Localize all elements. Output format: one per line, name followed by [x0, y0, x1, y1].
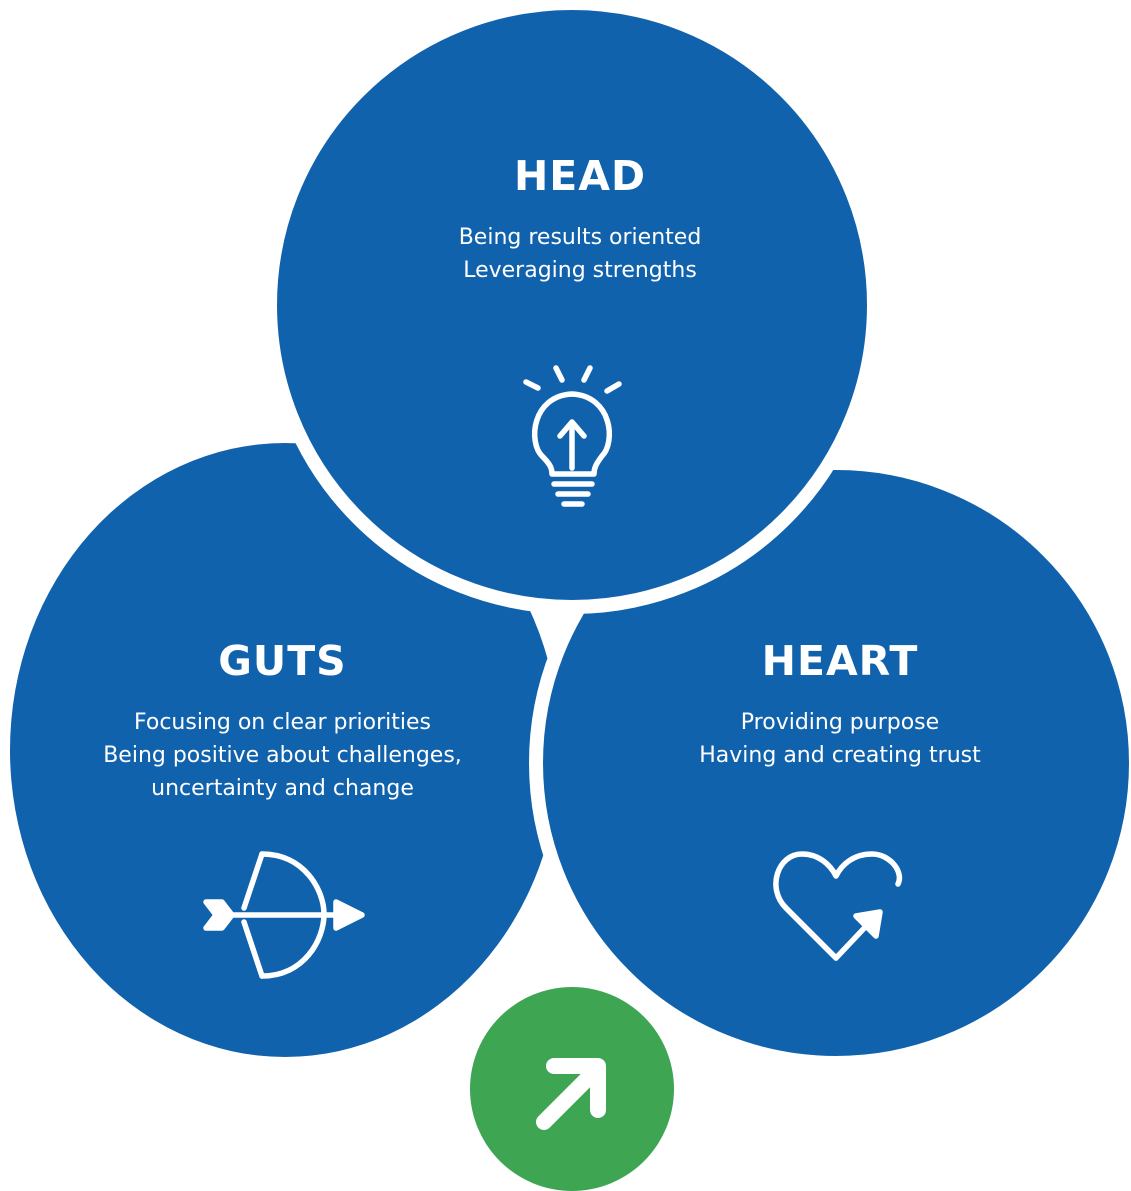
heart-arrow-icon	[764, 846, 909, 971]
heart-title: HEART	[761, 637, 919, 685]
guts-title: GUTS	[218, 637, 347, 685]
guts-line: uncertainty and change	[151, 776, 414, 801]
heart-block: HEART Providing purpose Having and creat…	[660, 641, 1020, 772]
guts-description: Focusing on clear priorities Being posit…	[60, 706, 505, 805]
bow-arrow-icon	[196, 848, 366, 983]
heart-line: Having and creating trust	[699, 743, 981, 768]
head-block: HEAD Being results oriented Leveraging s…	[430, 156, 730, 287]
head-title: HEAD	[513, 152, 647, 200]
lightbulb-arrow-icon	[516, 360, 626, 510]
diagonal-up-arrow-icon	[530, 1050, 616, 1136]
head-line: Being results oriented	[458, 225, 702, 250]
head-line: Leveraging strengths	[463, 258, 697, 283]
guts-line: Being positive about challenges,	[103, 743, 462, 768]
guts-line: Focusing on clear priorities	[134, 710, 431, 735]
guts-block: GUTS Focusing on clear priorities Being …	[60, 641, 505, 805]
heart-description: Providing purpose Having and creating tr…	[660, 706, 1020, 772]
heart-line: Providing purpose	[740, 710, 940, 735]
head-circle	[263, 0, 881, 614]
head-description: Being results oriented Leveraging streng…	[430, 221, 730, 287]
